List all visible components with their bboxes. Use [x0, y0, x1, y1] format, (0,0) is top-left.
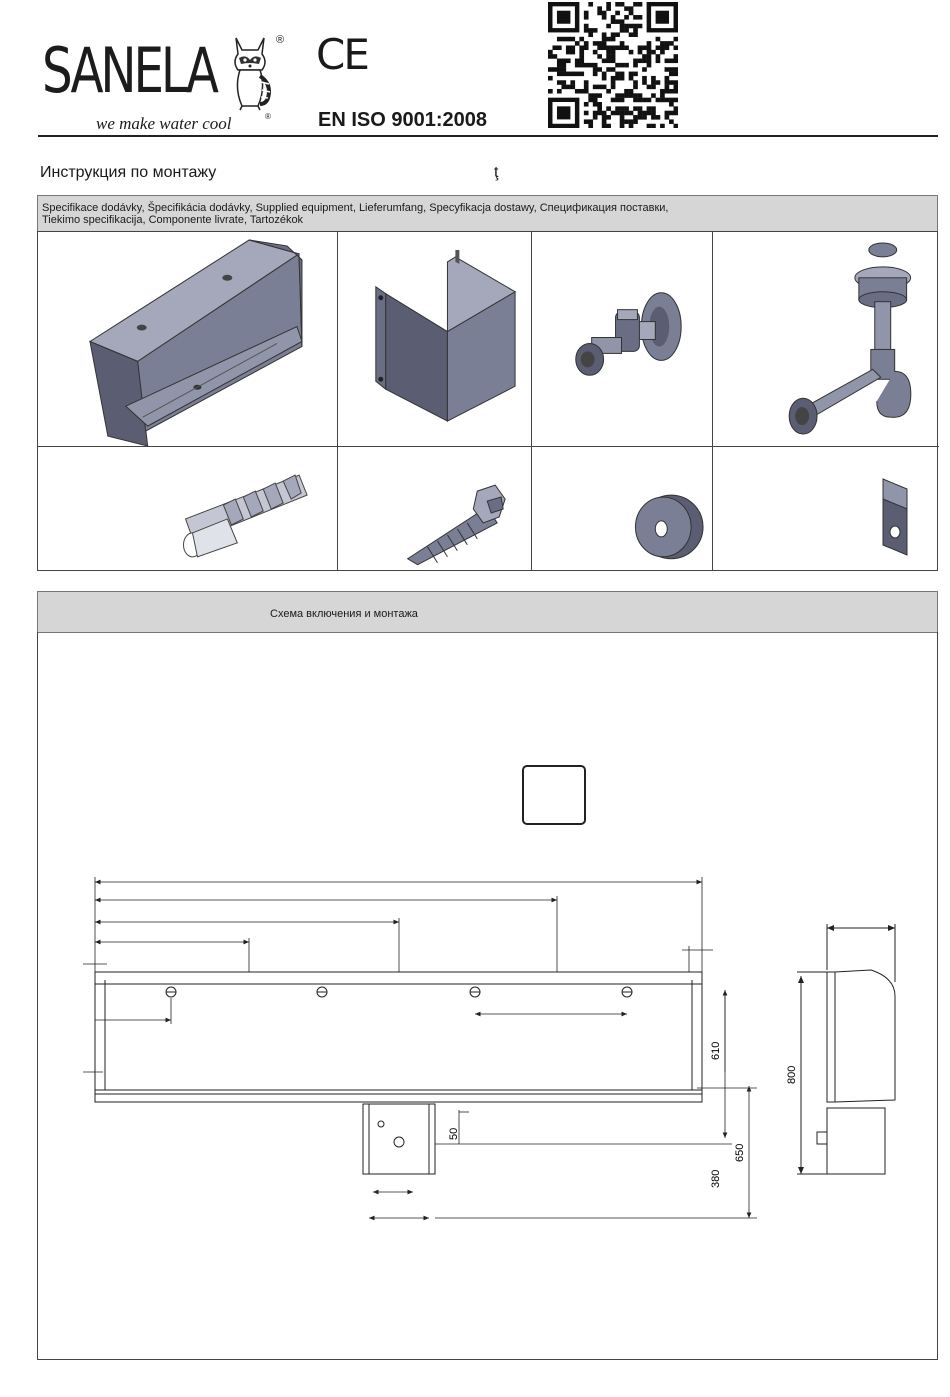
installation-scheme-title: Схема включения и монтажа [270, 608, 418, 620]
placeholder-box [523, 766, 585, 824]
angle-valve-icon [532, 232, 712, 446]
part-cell-washer [532, 447, 713, 571]
dimension-800: 800 [786, 1066, 798, 1084]
supplied-equipment-header: Specifikace dodávky, Špecifikácia dodávk… [37, 195, 938, 232]
ce-mark: CE [316, 30, 368, 79]
dimension-650: 650 [734, 1144, 746, 1162]
part-cell-clip [713, 447, 939, 571]
part-cell-bracket [338, 232, 532, 447]
document-title: Инструкция по монтажу [40, 164, 216, 182]
urinal-trough-icon [38, 232, 337, 446]
part-cell-screw [338, 447, 532, 571]
header-divider [38, 135, 938, 137]
supplied-equipment-label-line1: Specifikace dodávky, Špecifikácia dodávk… [42, 202, 937, 214]
dimension-50: 50 [448, 1128, 460, 1140]
part-cell-plug [38, 447, 338, 571]
installation-drawing: 610 50 380 650 800 [37, 632, 938, 1360]
mounting-bracket-icon [338, 232, 531, 446]
dimension-380: 380 [710, 1170, 722, 1188]
part-cell-urinal [38, 232, 338, 447]
part-cell-valve [532, 232, 713, 447]
iso-certification: EN ISO 9001:2008 [318, 109, 487, 132]
supplied-equipment-label-line2: Tiekimo specifikacija, Componente livrat… [42, 214, 937, 226]
hex-screw-icon [338, 447, 531, 571]
supplied-parts-grid [37, 231, 938, 571]
registered-mark: ® [276, 34, 284, 46]
washer-icon [532, 447, 712, 571]
installation-scheme-header: Схема включения и монтажа [37, 591, 938, 633]
dimension-610: 610 [710, 1042, 722, 1060]
tagline: we make water cool [96, 114, 232, 134]
stray-character: ţ [494, 164, 498, 182]
qr-code-icon [548, 2, 678, 128]
top-dimensions [83, 877, 713, 1072]
tagline-registered-mark: ® [265, 112, 271, 121]
sanela-logo: SANELA [42, 40, 216, 102]
wall-plug-icon [38, 447, 337, 571]
raccoon-mascot-icon [222, 32, 278, 112]
fixing-clip-icon [713, 447, 939, 571]
side-view [797, 924, 895, 1174]
siphon-trap-icon [713, 232, 939, 446]
part-cell-siphon [713, 232, 939, 447]
